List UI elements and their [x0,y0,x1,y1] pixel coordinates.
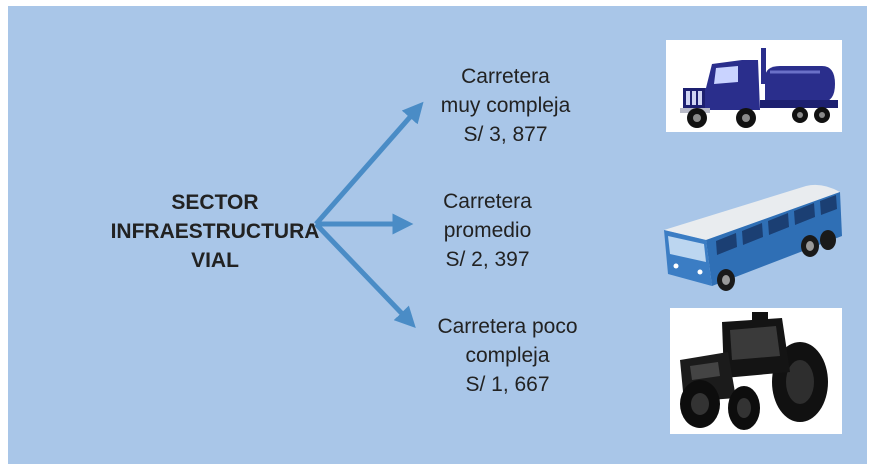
arrow-to-complex-road [314,101,424,226]
source-line-3: VIAL [191,249,239,272]
source-label: SECTOR INFRAESTRUCTURA VIAL [110,188,320,275]
branch-complex-line-2: muy compleja [440,94,571,117]
branch-simple-line-1: Carretera poco [437,315,578,338]
branch-simple-line-2: compleja [465,344,550,367]
branch-average-road: Carretera promedio S/ 2, 397 [400,187,575,274]
source-line-2: INFRAESTRUCTURA [110,220,320,243]
branch-complex-line-1: Carretera [461,65,550,88]
branch-average-cost: S/ 2, 397 [445,248,530,271]
arrow-to-simple-road [314,222,416,329]
branch-complex-cost: S/ 3, 877 [463,123,548,146]
branch-average-line-1: Carretera [443,190,532,213]
branch-simple-cost: S/ 1, 667 [465,373,550,396]
branch-complex-road: Carretera muy compleja S/ 3, 877 [418,62,593,149]
branch-average-line-2: promedio [443,219,532,242]
source-line-1: SECTOR [171,191,259,214]
branch-simple-road: Carretera poco compleja S/ 1, 667 [420,312,595,399]
